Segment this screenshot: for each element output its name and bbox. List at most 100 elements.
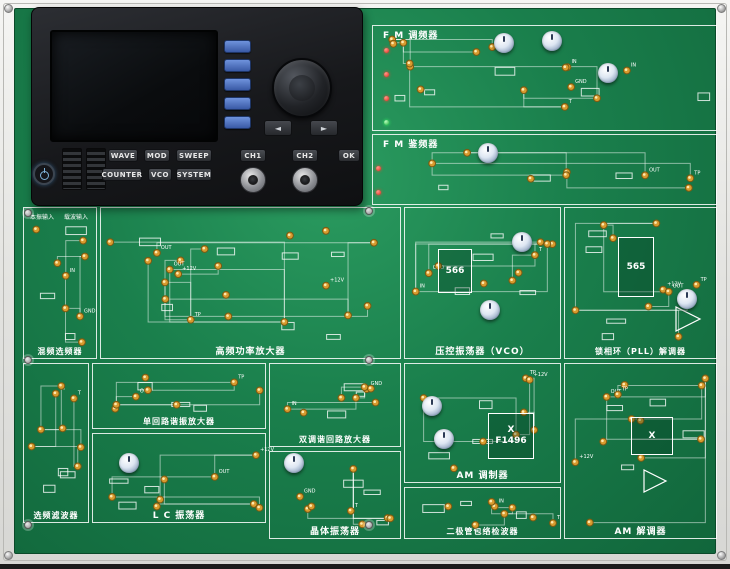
connector-pad[interactable]	[109, 494, 116, 501]
connector-pad[interactable]	[563, 172, 570, 179]
connector-pad[interactable]	[509, 277, 516, 284]
ok-button[interactable]: OK	[338, 149, 360, 162]
connector-pad[interactable]	[472, 522, 479, 529]
connector-pad[interactable]	[653, 220, 660, 227]
connector-pad[interactable]	[201, 246, 208, 253]
connector-pad[interactable]	[445, 503, 452, 510]
connector-pad[interactable]	[390, 40, 397, 47]
connector-pad[interactable]	[161, 476, 168, 483]
connector-pad[interactable]	[173, 401, 180, 408]
connector-pad[interactable]	[345, 312, 352, 319]
connector-pad[interactable]	[450, 465, 457, 472]
connector-pad[interactable]	[645, 303, 652, 310]
connector-pad[interactable]	[364, 303, 371, 310]
connector-pad[interactable]	[77, 444, 84, 451]
connector-pad[interactable]	[372, 399, 379, 406]
connector-pad[interactable]	[231, 379, 238, 386]
connector-pad[interactable]	[323, 227, 330, 234]
connector-pad[interactable]	[586, 519, 593, 526]
connector-pad[interactable]	[38, 426, 45, 433]
power-button[interactable]	[33, 163, 55, 185]
connector-pad[interactable]	[610, 235, 617, 242]
connector-pad[interactable]	[530, 514, 537, 521]
connector-pad[interactable]	[350, 465, 357, 472]
connector-pad[interactable]	[509, 504, 516, 511]
connector-pad[interactable]	[572, 459, 579, 466]
connector-pad[interactable]	[166, 266, 173, 273]
connector-pad[interactable]	[211, 473, 218, 480]
connector-pad[interactable]	[480, 280, 487, 287]
connector-pad[interactable]	[107, 239, 114, 246]
connector-pad[interactable]	[473, 49, 480, 56]
connector-pad[interactable]	[300, 409, 307, 416]
connector-pad[interactable]	[425, 270, 432, 277]
connector-pad[interactable]	[52, 390, 59, 397]
connector-pad[interactable]	[429, 160, 436, 167]
pot-knob[interactable]	[494, 33, 514, 53]
connector-pad[interactable]	[412, 288, 419, 295]
softkey-button[interactable]	[224, 78, 251, 91]
connector-pad[interactable]	[133, 393, 140, 400]
connector-pad[interactable]	[698, 436, 705, 443]
system-button[interactable]: SYSTEM	[176, 168, 212, 181]
pot-knob[interactable]	[512, 232, 532, 252]
connector-pad[interactable]	[297, 493, 304, 500]
connector-pad[interactable]	[80, 237, 87, 244]
connector-pad[interactable]	[561, 104, 568, 111]
connector-pad[interactable]	[323, 282, 330, 289]
connector-pad[interactable]	[527, 175, 534, 182]
connector-pad[interactable]	[698, 382, 705, 389]
connector-pad[interactable]	[58, 383, 65, 390]
ch2-button[interactable]: CH2	[292, 149, 318, 162]
connector-pad[interactable]	[638, 454, 645, 461]
counter-button[interactable]: COUNTER	[102, 168, 142, 181]
connector-pad[interactable]	[145, 387, 152, 394]
connector-pad[interactable]	[215, 263, 222, 270]
connector-pad[interactable]	[142, 374, 149, 381]
connector-pad[interactable]	[54, 260, 61, 267]
connector-pad[interactable]	[614, 391, 621, 398]
connector-pad[interactable]	[253, 452, 260, 459]
connector-pad[interactable]	[480, 438, 487, 445]
arrow-left-button[interactable]: ◄	[264, 120, 292, 136]
connector-pad[interactable]	[550, 520, 557, 527]
ch1-button[interactable]: CH1	[240, 149, 266, 162]
connector-pad[interactable]	[464, 149, 471, 156]
connector-pad[interactable]	[526, 376, 533, 383]
sweep-button[interactable]: SWEEP	[176, 149, 212, 162]
connector-pad[interactable]	[287, 232, 294, 239]
connector-pad[interactable]	[33, 226, 40, 233]
connector-pad[interactable]	[544, 241, 551, 248]
connector-pad[interactable]	[562, 64, 569, 71]
connector-pad[interactable]	[62, 272, 69, 279]
connector-pad[interactable]	[687, 175, 694, 182]
connector-pad[interactable]	[28, 443, 35, 450]
connector-pad[interactable]	[162, 296, 169, 303]
connector-pad[interactable]	[225, 313, 232, 320]
connector-pad[interactable]	[81, 253, 88, 260]
connector-pad[interactable]	[74, 463, 81, 470]
connector-pad[interactable]	[308, 503, 315, 510]
pot-knob[interactable]	[542, 31, 562, 51]
connector-pad[interactable]	[256, 504, 263, 511]
connector-pad[interactable]	[600, 222, 607, 229]
pot-knob[interactable]	[677, 289, 697, 309]
connector-pad[interactable]	[154, 250, 161, 257]
softkey-button[interactable]	[224, 40, 251, 53]
connector-pad[interactable]	[501, 510, 508, 517]
rotary-knob[interactable]	[272, 58, 332, 118]
connector-pad[interactable]	[367, 385, 374, 392]
softkey-button[interactable]	[224, 116, 251, 129]
connector-pad[interactable]	[532, 252, 539, 259]
softkey-button[interactable]	[224, 59, 251, 72]
connector-pad[interactable]	[175, 271, 182, 278]
connector-pad[interactable]	[256, 387, 263, 394]
ch1-bnc-connector[interactable]	[240, 167, 266, 193]
wave-button[interactable]: WAVE	[108, 149, 138, 162]
connector-pad[interactable]	[284, 406, 291, 413]
pot-knob[interactable]	[434, 429, 454, 449]
connector-pad[interactable]	[685, 184, 692, 191]
connector-pad[interactable]	[77, 313, 84, 320]
connector-pad[interactable]	[338, 394, 345, 401]
pot-knob[interactable]	[478, 143, 498, 163]
